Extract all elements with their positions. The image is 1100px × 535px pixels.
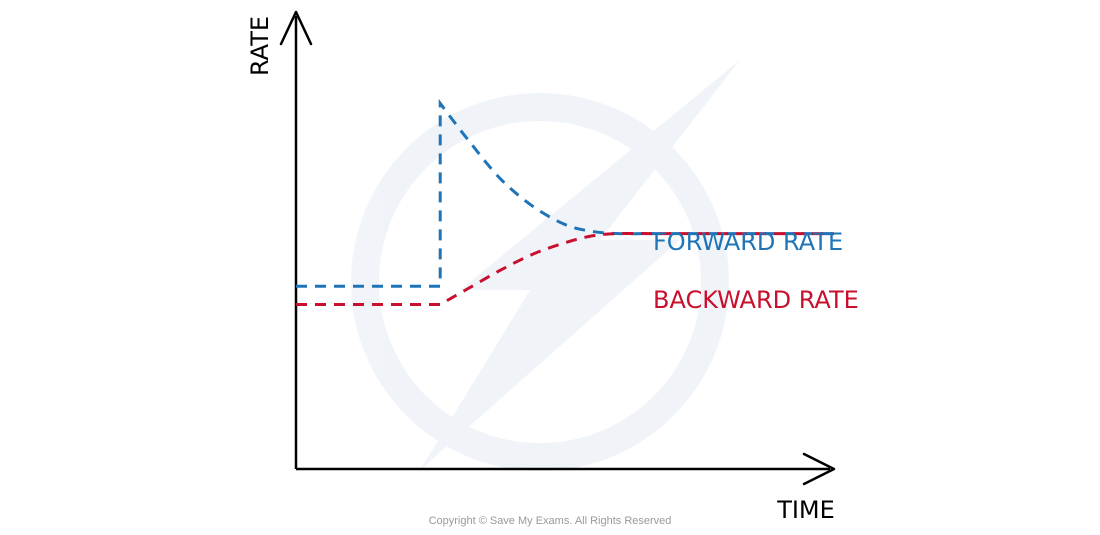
x-axis-label: TIME (776, 496, 835, 524)
series-label-forward: FORWARD RATE (653, 228, 843, 256)
copyright-text: Copyright © Save My Exams. All Rights Re… (428, 515, 672, 527)
watermark-logo (351, 60, 740, 471)
x-axis (296, 452, 836, 486)
y-axis-label: RATE (246, 16, 274, 76)
series-label-backward: BACKWARD RATE (653, 286, 859, 314)
x-axis-arrowhead (802, 452, 836, 486)
series-line-backward-rate (296, 231, 834, 306)
series-line-forward-rate (296, 98, 834, 288)
series-layer (296, 98, 834, 306)
y-axis-arrowhead (279, 10, 313, 46)
y-axis (279, 10, 313, 469)
